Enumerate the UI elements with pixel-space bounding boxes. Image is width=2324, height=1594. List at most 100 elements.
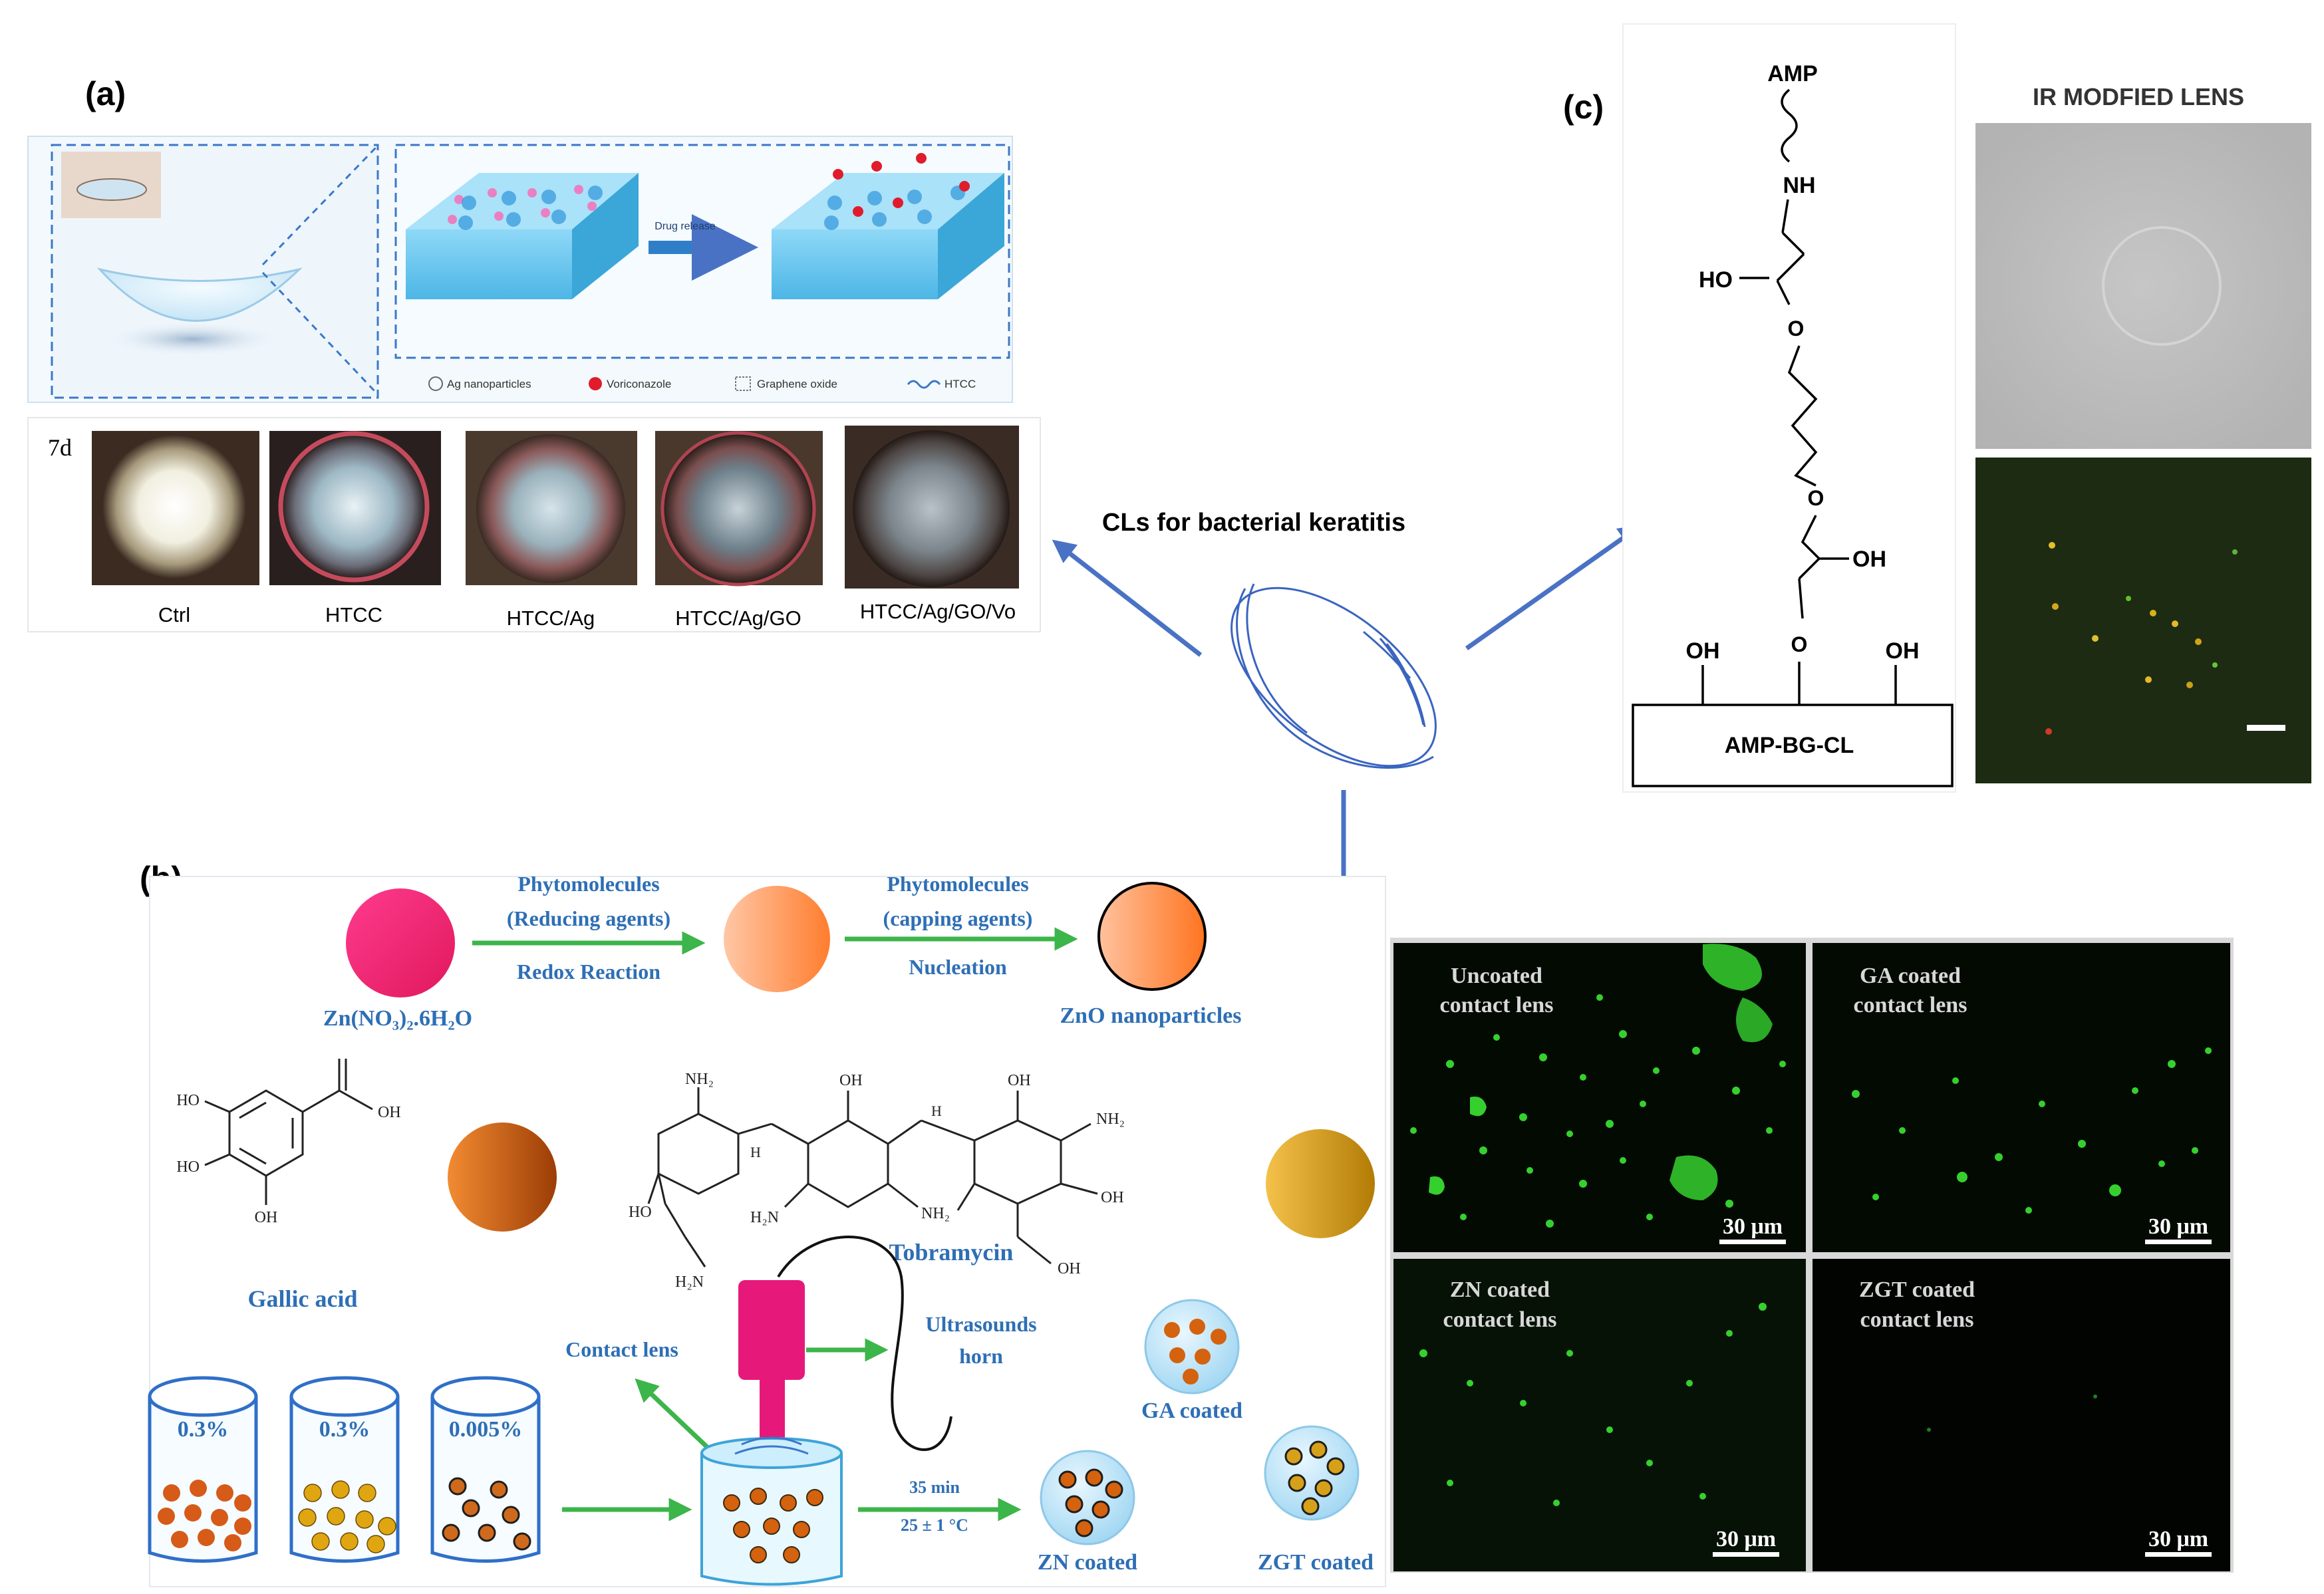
tobra-nh2-1: NH₂ [685, 1071, 714, 1088]
step2-top-label: Phytomolecules [887, 872, 1028, 896]
micrograph-ga-title2: contact lens [1854, 993, 1967, 1017]
tobra-h2n-2: H₂N [675, 1273, 704, 1291]
center-hub: CLs for bacterial keratitis [1052, 509, 1642, 902]
micrograph-zgt-title1: ZGT coated [1859, 1277, 1975, 1302]
ir-fluorescence-dots [2045, 542, 2238, 735]
micrograph-ga-scalebar [2145, 1240, 2212, 1244]
contact-lens-label: Contact lens [565, 1337, 678, 1361]
micrograph-uncoated-scalebar [1719, 1240, 1786, 1244]
zn-coated-bacteria [1419, 1303, 1767, 1506]
lens-shadow [100, 321, 286, 358]
ir-fluorescence-image [1975, 458, 2311, 783]
ultrasound-horn-tip [760, 1380, 785, 1441]
zoom-line-bottom [261, 271, 377, 394]
voriconazole-icon [589, 377, 602, 390]
eye-photo-htcc [269, 431, 441, 585]
micrograph-uncoated-scale: 30 μm [1723, 1214, 1783, 1239]
ho-label: HO [1699, 267, 1733, 293]
panel-c: (c) AMP NH HO O O OH O OH OH AMP-BG-CL I… [1563, 23, 2311, 793]
ultrasound-horn-body [738, 1280, 805, 1380]
arrow-to-panel-c [1465, 524, 1642, 650]
zgt-coated-label: ZGT coated [1258, 1550, 1374, 1575]
micrograph-zn-title1: ZN coated [1450, 1277, 1550, 1302]
tobra-nh2-2: NH₂ [1096, 1111, 1125, 1128]
beaker-3 [430, 1376, 541, 1563]
eye-label-htcc-ag-go-vo: HTCC/Ag/GO/Vo [860, 600, 1016, 623]
micrograph-zgt-scalebar [2145, 1552, 2212, 1557]
gallic-oh-acid: OH [378, 1104, 401, 1121]
nh-label: NH [1783, 173, 1815, 198]
amp-bg-cl-label: AMP-BG-CL [1725, 733, 1854, 758]
tobra-h-1: H [750, 1144, 761, 1160]
ga-coated-label: GA coated [1141, 1398, 1242, 1423]
micrograph-zn-title2: contact lens [1443, 1307, 1557, 1332]
tobra-h2n-1: H₂N [750, 1209, 779, 1226]
panel-b: (b) Phytomolecules (Reducing agents) Red… [140, 860, 2234, 1587]
tobra-h-2: H [931, 1103, 942, 1119]
tobra-ho: HO [629, 1204, 652, 1221]
ir-brightfield-image [1975, 123, 2311, 449]
gallic-ho-2: HO [176, 1158, 200, 1176]
ultrasound-label-line2: horn [959, 1344, 1003, 1368]
zgt-coated-lens [1264, 1425, 1360, 1521]
amp-bg-structure [1701, 88, 1897, 705]
zoom-line-top [261, 146, 377, 266]
zn-coated-label: ZN coated [1038, 1550, 1137, 1575]
tobra-nh2-3: NH₂ [921, 1205, 950, 1222]
panel-c-letter: (c) [1563, 88, 1604, 126]
micrograph-ga-scale: 30 μm [2148, 1214, 2208, 1239]
gallic-acid-label: Gallic acid [248, 1285, 358, 1312]
tobra-oh-3: OH [1101, 1189, 1124, 1206]
zno-label: ZnO nanoparticles [1060, 1003, 1242, 1028]
drug-release-label: Drug release [654, 221, 716, 232]
arrow-to-panel-a [1052, 539, 1203, 657]
micrograph-zn-scale: 30 μm [1716, 1527, 1776, 1551]
micrograph-uncoated-title2: contact lens [1440, 993, 1554, 1017]
beaker-2 [289, 1376, 400, 1563]
ag-nanoparticle-icon [428, 376, 443, 391]
eye-label-htcc-ag-go: HTCC/Ag/GO [675, 606, 801, 630]
micrograph-zn-coated [1393, 1259, 1806, 1571]
gallic-acid-structure [204, 1059, 373, 1205]
center-label: CLs for bacterial keratitis [1102, 509, 1405, 537]
brightfield-ring [2102, 226, 2222, 346]
tobra-oh-2: OH [1008, 1072, 1031, 1089]
eye-label-ctrl: Ctrl [158, 603, 190, 626]
contact-lens-sketch-icon [1231, 583, 1437, 769]
legend-ag: Ag nanoparticles [447, 378, 531, 390]
htcc-wave-icon [907, 380, 941, 389]
gallic-ho-1: HO [176, 1092, 200, 1109]
day-label: 7d [48, 434, 72, 461]
eye-label-htcc-ag: HTCC/Ag [507, 606, 595, 630]
step1-bottom-label: Redox Reaction [517, 960, 660, 984]
step2-bottom-label: Nucleation [909, 955, 1007, 979]
zno-nanoparticle [1097, 882, 1207, 991]
beaker-3-label: 0.005% [449, 1417, 523, 1442]
micrograph-zgt-scale: 30 μm [2148, 1527, 2208, 1551]
zn-coated-lens [1040, 1450, 1135, 1545]
micrograph-uncoated-title1: Uncoated [1451, 964, 1542, 988]
step1-top-label: Phytomolecules [517, 872, 659, 896]
oh-right-label: OH [1852, 547, 1886, 572]
ga-particle [448, 1123, 557, 1232]
gallic-oh-ring: OH [255, 1209, 278, 1226]
eye-photo-ctrl [92, 431, 259, 585]
ultrasound-cable [777, 1236, 952, 1451]
micrograph-zgt-title2: contact lens [1860, 1307, 1974, 1332]
tobra-oh-1: OH [839, 1072, 863, 1089]
tobramycin-particle [1266, 1129, 1375, 1238]
legend-htcc: HTCC [944, 378, 976, 390]
reaction-vessel [700, 1436, 843, 1586]
graphene-oxide-icon [735, 376, 751, 391]
oh-far-right-label: OH [1886, 638, 1920, 664]
panel-a-letter: (a) [85, 75, 126, 112]
ether-o-2: O [1808, 486, 1824, 510]
ir-lens-title: IR MODFIED LENS [2033, 83, 2244, 110]
legend-go: Graphene oxide [757, 378, 837, 390]
panel-c-structure-frame [1622, 23, 1956, 793]
micrograph-ga-title1: GA coated [1860, 964, 1961, 988]
ether-o-1: O [1788, 317, 1805, 340]
precursor-label: Zn(NO₃)₂.6H₂O [323, 1006, 472, 1031]
contact-lens-icon [96, 267, 303, 322]
ga-coated-bacteria [1852, 1047, 2212, 1214]
